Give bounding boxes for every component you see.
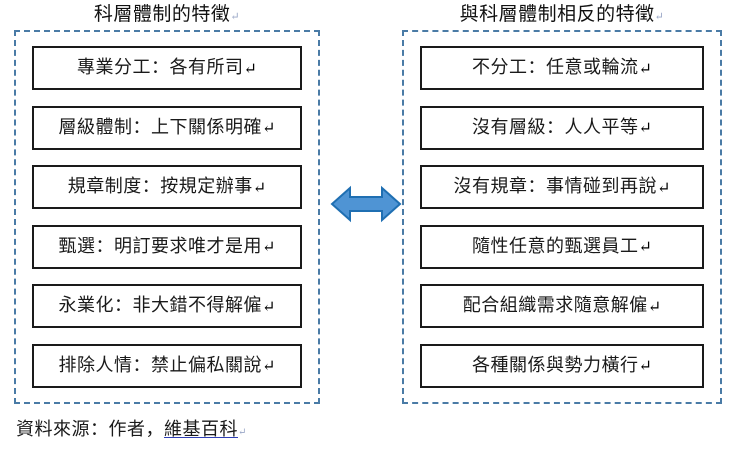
list-item-label: 沒有層級：人人平等 (472, 116, 639, 138)
paragraph-mark-icon: ↵ (238, 427, 247, 438)
list-item-label: 各種關係與勢力橫行 (472, 354, 639, 376)
paragraph-mark-icon: ↵ (647, 296, 662, 316)
right-column-title-text: 與科層體制相反的特徵 (459, 3, 655, 25)
list-item-label: 甄選：明訂要求唯才是用 (58, 235, 263, 257)
list-item[interactable]: 規章制度：按規定辦事↵ (32, 165, 302, 210)
right-group-container: 不分工：任意或輪流↵ 沒有層級：人人平等↵ 沒有規章：事情碰到再說↵ 隨性任意的… (402, 30, 722, 404)
list-item[interactable]: 沒有層級：人人平等↵ (420, 105, 704, 150)
list-item[interactable]: 甄選：明訂要求唯才是用↵ (32, 224, 302, 269)
source-caption-prefix: 資料來源：作者， (16, 419, 164, 440)
list-item-label: 沒有規章：事情碰到再說 (453, 176, 658, 198)
left-item-list: 專業分工：各有所司↵ 層級體制：上下關係明確↵ 規章制度：按規定辦事↵ 甄選：明… (32, 46, 302, 388)
paragraph-mark-icon: ↵ (243, 58, 257, 78)
paragraph-mark-icon: ↵ (262, 356, 276, 376)
paragraph-mark-icon: ↵ (638, 58, 652, 78)
double-headed-arrow-icon (330, 181, 402, 227)
left-column-title: 科層體制的特徵↵ (14, 2, 320, 29)
paragraph-mark-icon: ↵ (638, 237, 652, 257)
paragraph-mark-icon: ↵ (262, 237, 276, 257)
list-item-label: 隨性任意的甄選員工 (472, 235, 639, 257)
list-item[interactable]: 沒有規章：事情碰到再說↵ (420, 165, 704, 210)
source-caption: 資料來源：作者，維基百科↵ (16, 418, 247, 445)
list-item-label: 永業化：非大錯不得解僱 (58, 295, 263, 317)
paragraph-mark-icon: ↵ (638, 118, 652, 138)
paragraph-mark-icon: ↵ (262, 118, 276, 138)
paragraph-mark-icon: ↵ (230, 10, 241, 23)
left-column-title-text: 科層體制的特徵 (93, 3, 231, 25)
list-item[interactable]: 層級體制：上下關係明確↵ (32, 105, 302, 150)
list-item[interactable]: 各種關係與勢力橫行↵ (420, 343, 704, 388)
paragraph-mark-icon: ↵ (638, 356, 652, 376)
list-item-label: 層級體制：上下關係明確 (58, 116, 263, 138)
paragraph-mark-icon: ↵ (654, 10, 665, 23)
paragraph-mark-icon: ↵ (252, 177, 267, 197)
list-item[interactable]: 專業分工：各有所司↵ (32, 46, 302, 90)
list-item-label: 配合組織需求隨意解僱 (462, 295, 648, 317)
list-item-label: 排除人情：禁止偏私關說 (58, 354, 263, 376)
list-item-label: 規章制度：按規定辦事 (67, 176, 253, 198)
list-item-label: 不分工：任意或輪流 (472, 57, 639, 78)
left-group-container: 專業分工：各有所司↵ 層級體制：上下關係明確↵ 規章制度：按規定辦事↵ 甄選：明… (14, 30, 320, 404)
list-item[interactable]: 排除人情：禁止偏私關說↵ (32, 343, 302, 388)
list-item[interactable]: 永業化：非大錯不得解僱↵ (32, 284, 302, 329)
right-item-list: 不分工：任意或輪流↵ 沒有層級：人人平等↵ 沒有規章：事情碰到再說↵ 隨性任意的… (420, 46, 704, 388)
right-column-title: 與科層體制相反的特徵↵ (402, 2, 722, 29)
wikipedia-link[interactable]: 維基百科 (164, 419, 238, 440)
list-item-label: 專業分工：各有所司 (77, 57, 244, 78)
list-item[interactable]: 配合組織需求隨意解僱↵ (420, 284, 704, 329)
list-item[interactable]: 隨性任意的甄選員工↵ (420, 224, 704, 269)
paragraph-mark-icon: ↵ (262, 296, 276, 316)
paragraph-mark-icon: ↵ (657, 177, 671, 197)
list-item[interactable]: 不分工：任意或輪流↵ (420, 46, 704, 90)
